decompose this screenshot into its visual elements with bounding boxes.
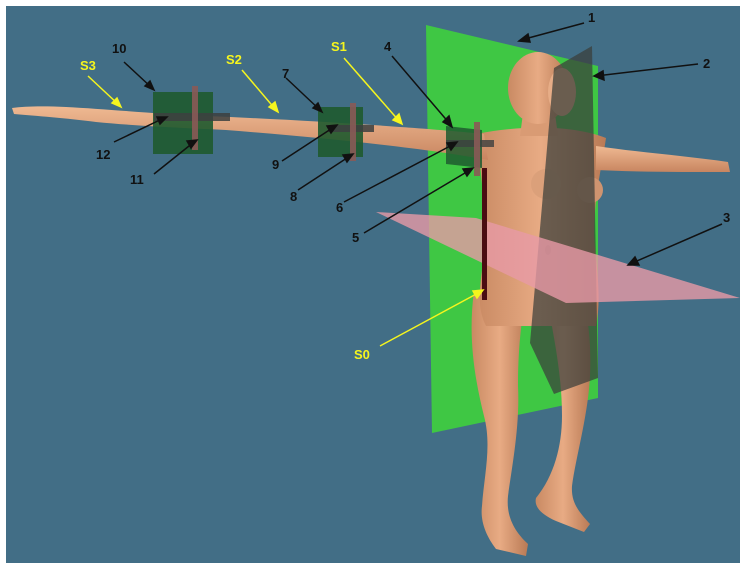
label-s0: S0 [354,347,370,362]
label-s3: S3 [80,58,96,73]
label-4: 4 [384,39,392,54]
label-1: 1 [588,10,595,25]
arm-left [12,106,488,160]
sensor-plate-s3 [153,92,213,154]
sensor-leader-lines [87,57,485,347]
segment-bar-s0 [482,168,487,300]
sensor-bar-s1-vertical [474,122,480,176]
sensor-bar-s3-vertical [192,86,198,150]
label-7: 7 [282,66,289,81]
label-11: 11 [130,172,144,187]
label-5: 5 [352,230,359,245]
transverse-plane-pink [376,212,740,303]
label-s2: S2 [226,52,242,67]
number-leader-lines [113,22,723,266]
label-10: 10 [112,41,126,56]
leg-left [471,291,528,556]
label-12: 12 [96,147,110,162]
sensor-bar-s1-horizontal [446,140,494,147]
label-3: 3 [723,210,730,225]
arm-right [596,146,730,172]
sensor-bar-s2-vertical [350,103,356,161]
label-2: 2 [703,56,710,71]
body-planes-scene: 1 2 3 4 5 6 7 8 9 10 11 12 S0 S1 S2 S3 [6,6,740,563]
label-9: 9 [272,157,279,172]
label-6: 6 [336,200,343,215]
frontal-plane-dark [530,46,598,394]
label-8: 8 [290,189,297,204]
label-s1: S1 [331,39,347,54]
